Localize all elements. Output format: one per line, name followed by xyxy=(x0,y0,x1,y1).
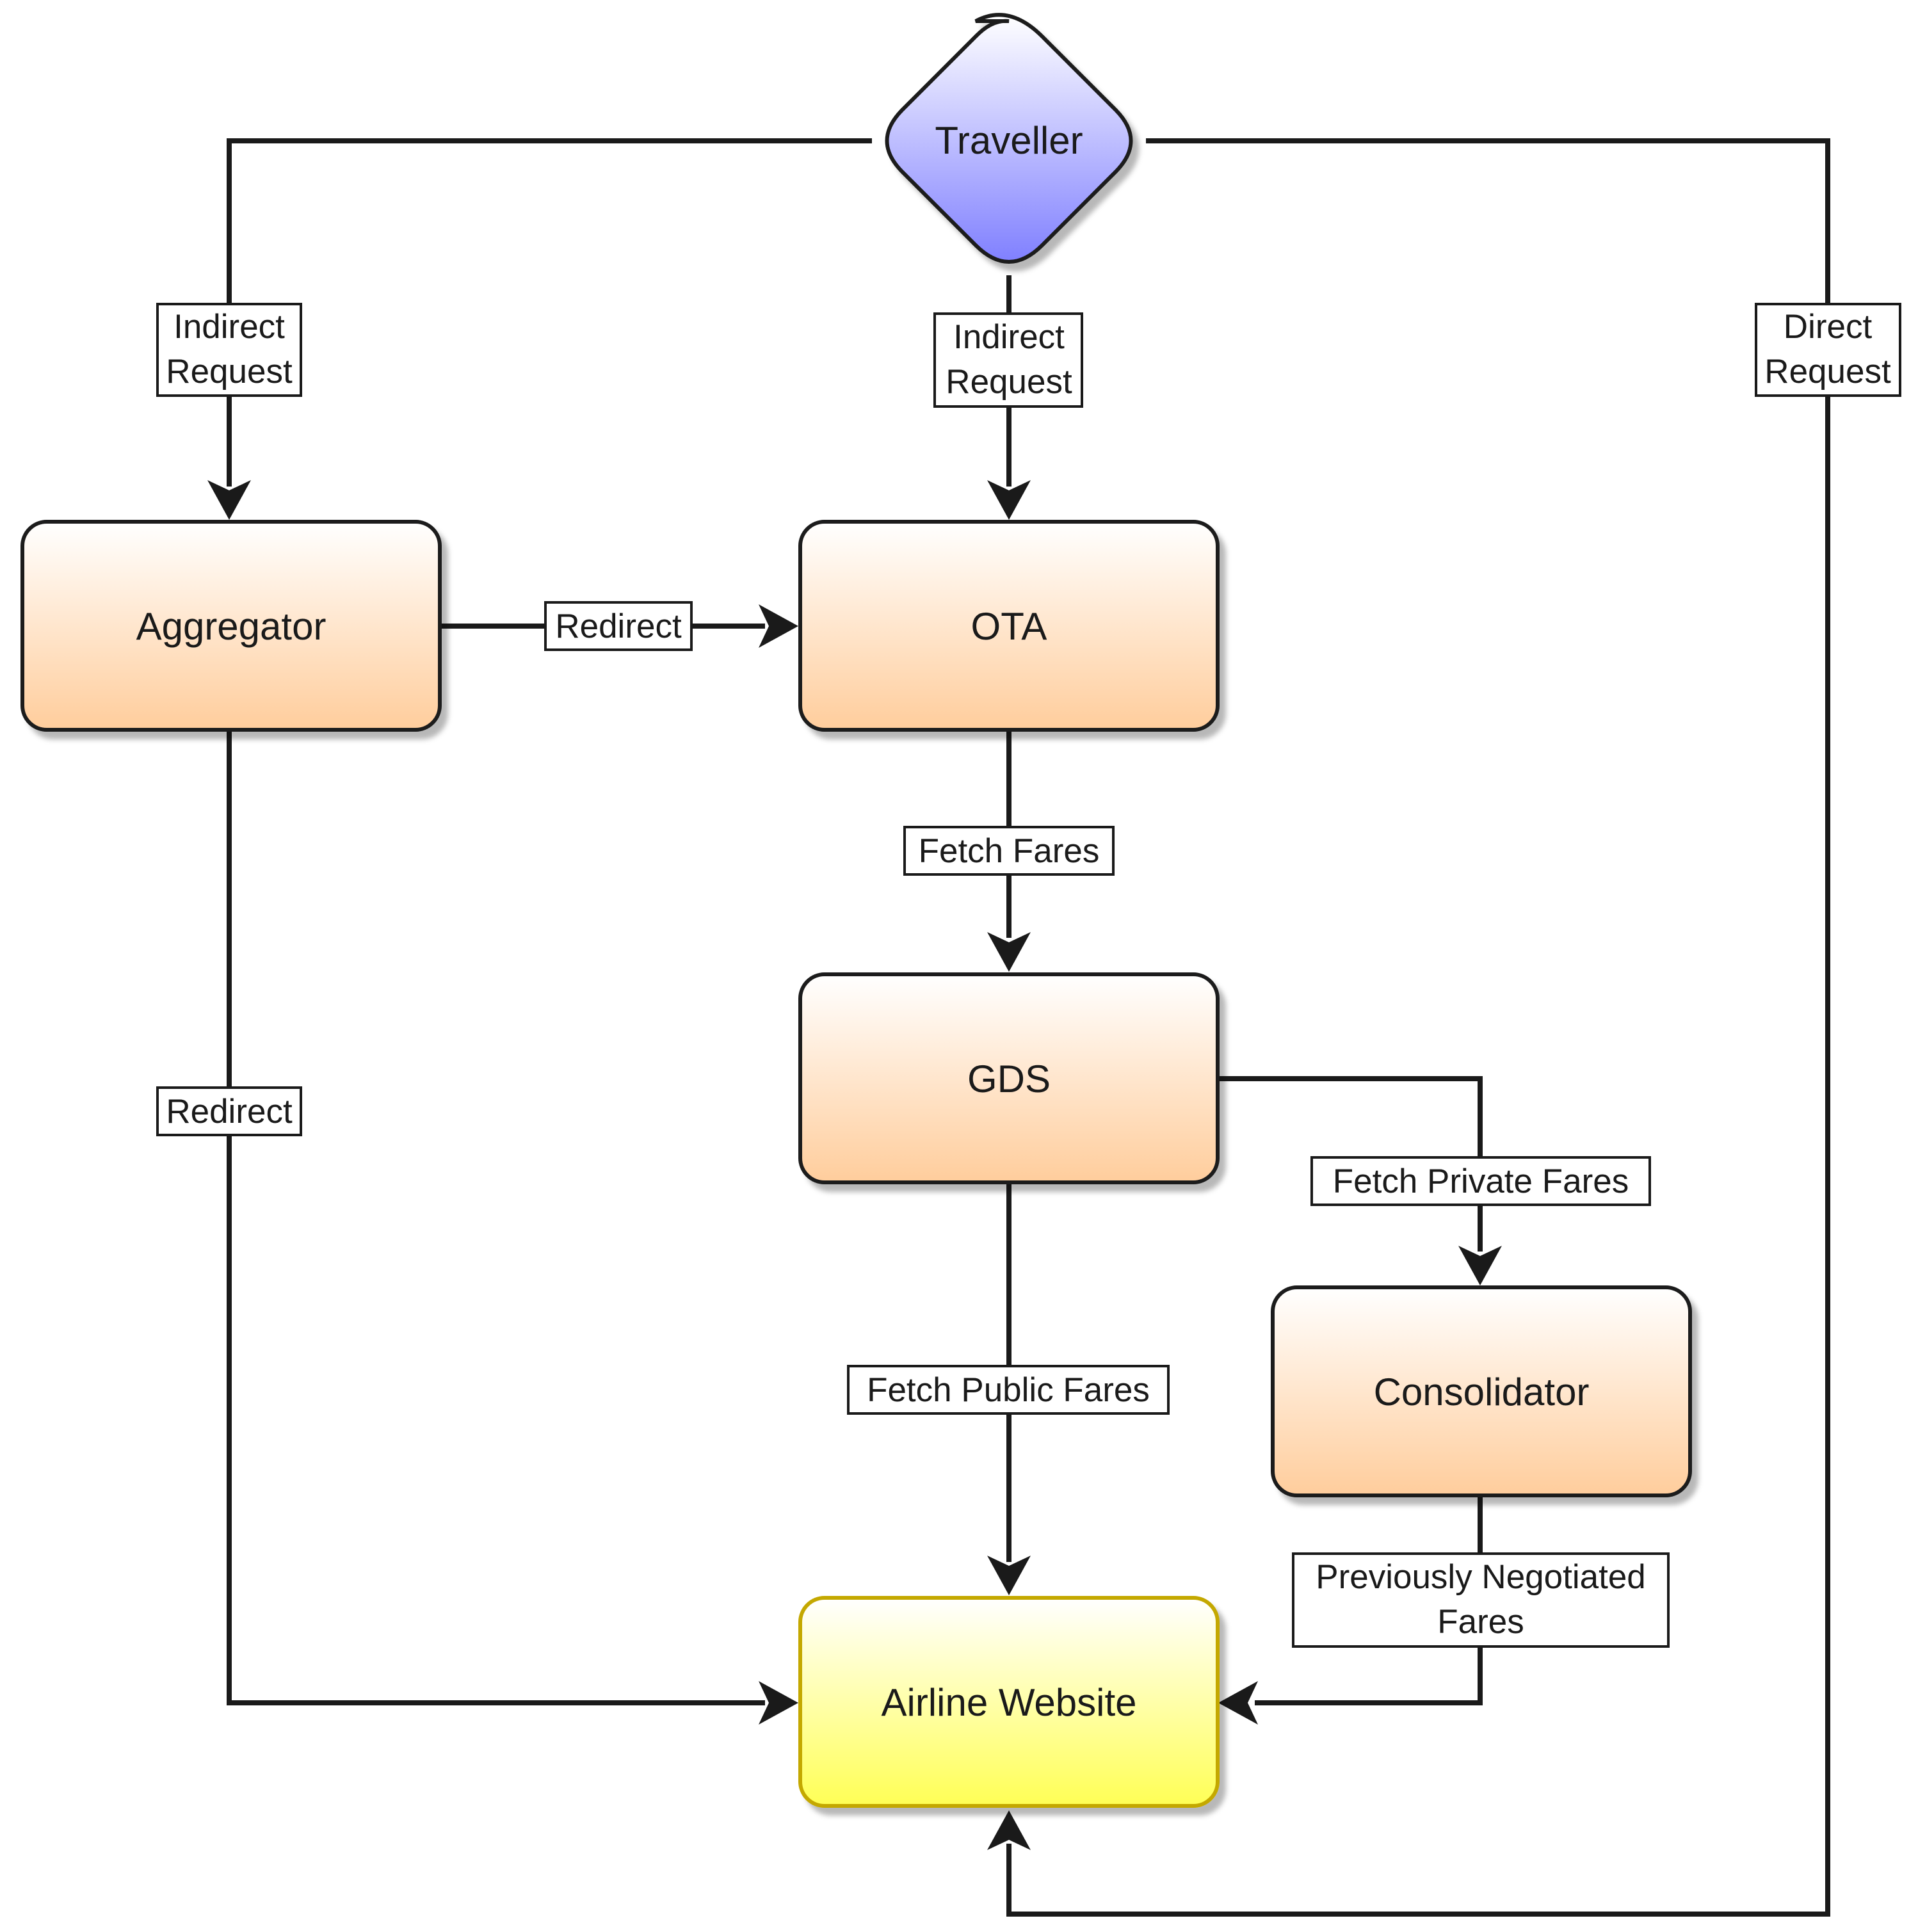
node-label: Aggregator xyxy=(136,605,326,648)
edge-label-text: Redirect xyxy=(555,608,682,645)
edge-traveller-aggregator xyxy=(227,138,872,487)
edge-label-text: Request xyxy=(1764,353,1891,390)
arrowhead-to-airline-top xyxy=(987,1556,1031,1595)
edge-label-text: Previously Negotiated xyxy=(1316,1558,1646,1596)
edge-label-gds-consolidator: Fetch Private Fares xyxy=(1310,1156,1651,1206)
node-ota[interactable]: OTA xyxy=(798,520,1220,732)
arrowhead-to-aggregator xyxy=(207,480,251,520)
node-aggregator[interactable]: Aggregator xyxy=(20,520,442,732)
edge-traveller-airline xyxy=(1006,138,1830,1917)
edge-label-traveller-ota: Indirect Request xyxy=(933,312,1083,408)
edge-label-text: Indirect xyxy=(173,308,285,346)
edge-label-text: Direct xyxy=(1784,308,1873,346)
node-gds[interactable]: GDS xyxy=(798,972,1220,1184)
node-label: Traveller xyxy=(935,119,1083,162)
arrowhead-to-gds xyxy=(987,932,1031,972)
edge-label-aggregator-airline: Redirect xyxy=(156,1086,302,1136)
edge-label-ota-gds: Fetch Fares xyxy=(903,826,1115,876)
edge-label-traveller-airline: Direct Request xyxy=(1755,303,1901,397)
edge-label-text: Redirect xyxy=(166,1093,293,1131)
arrowhead-to-airline-bottom xyxy=(987,1810,1031,1850)
arrowhead-to-ota-from-aggregator xyxy=(759,604,798,648)
arrowhead-to-airline-left xyxy=(759,1681,798,1725)
edge-label-text: Fetch Public Fares xyxy=(867,1371,1150,1409)
edge-label-text: Fetch Private Fares xyxy=(1333,1163,1629,1200)
edge-label-consolidator-airline: Previously Negotiated Fares xyxy=(1292,1552,1670,1648)
edge-label-gds-airline: Fetch Public Fares xyxy=(847,1365,1170,1415)
edge-label-traveller-aggregator: Indirect Request xyxy=(156,303,302,397)
edge-label-text: Fetch Fares xyxy=(919,832,1100,870)
edge-label-text: Request xyxy=(166,353,293,390)
edge-label-text: Fares xyxy=(1437,1603,1524,1641)
node-traveller[interactable]: Traveller xyxy=(885,13,1133,264)
node-label: GDS xyxy=(967,1058,1051,1100)
arrowhead-to-consolidator xyxy=(1458,1246,1502,1285)
edge-label-aggregator-ota: Redirect xyxy=(544,601,693,651)
arrowhead-to-ota xyxy=(987,480,1031,520)
node-label: OTA xyxy=(971,605,1047,648)
edge-label-text: Request xyxy=(946,363,1072,401)
node-consolidator[interactable]: Consolidator xyxy=(1271,1285,1692,1497)
edge-label-text: Indirect xyxy=(953,318,1065,356)
node-label: Consolidator xyxy=(1374,1371,1590,1413)
node-airline-website[interactable]: Airline Website xyxy=(798,1596,1220,1808)
node-label: Airline Website xyxy=(881,1681,1136,1724)
edge-aggregator-airline xyxy=(227,730,765,1705)
arrowhead-to-airline-right xyxy=(1218,1681,1258,1725)
